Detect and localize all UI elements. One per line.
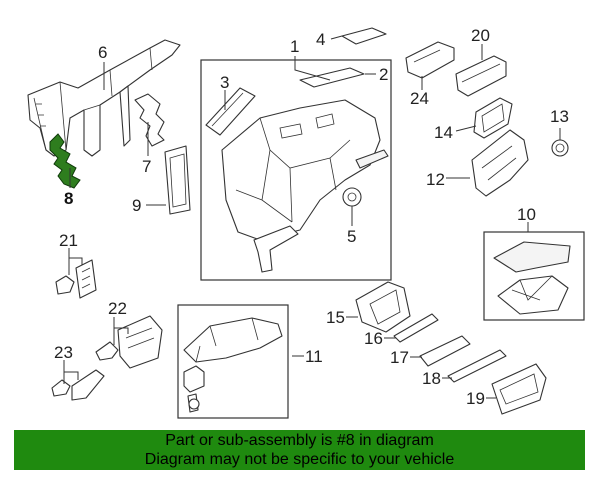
callout-1[interactable]: 1: [290, 37, 299, 56]
callout-9[interactable]: 9: [132, 196, 141, 215]
callout-22[interactable]: 22: [108, 299, 127, 318]
callout-14[interactable]: 14: [434, 123, 453, 142]
callout-16[interactable]: 16: [364, 329, 383, 348]
callout-8[interactable]: 8: [64, 189, 73, 208]
callout-7[interactable]: 7: [142, 157, 151, 176]
callout-3[interactable]: 3: [220, 73, 229, 92]
parts-diagram: 1 2 3 4 5 6 7 8 9 10 11 12 13 14 15 16 1…: [27, 26, 585, 419]
part-16-strip[interactable]: [393, 313, 439, 343]
assembly-box-11: [177, 304, 289, 419]
part-22-panel[interactable]: [95, 315, 163, 369]
callout-2[interactable]: 2: [379, 65, 388, 84]
callout-11[interactable]: 11: [305, 347, 323, 366]
part-18-strip[interactable]: [447, 349, 507, 383]
assembly-box-1: [200, 59, 392, 281]
part-20-cover[interactable]: [455, 55, 507, 97]
callout-10[interactable]: 10: [517, 205, 536, 224]
callout-23[interactable]: 23: [54, 343, 73, 362]
part-1-dash-panel[interactable]: [221, 99, 389, 273]
part-10-assembly[interactable]: [493, 241, 571, 315]
callout-6[interactable]: 6: [98, 43, 107, 62]
part-5-knob[interactable]: [342, 187, 362, 207]
part-24-bezel[interactable]: [405, 41, 455, 79]
callout-21[interactable]: 21: [59, 231, 78, 250]
part-11-assembly[interactable]: [183, 317, 283, 413]
part-9-side-panel[interactable]: [164, 145, 191, 215]
callout-17[interactable]: 17: [390, 348, 409, 367]
callout-20[interactable]: 20: [471, 26, 490, 45]
part-23-trim[interactable]: [51, 369, 105, 401]
callout-18[interactable]: 18: [422, 369, 441, 388]
part-12-side-cover[interactable]: [471, 129, 529, 197]
part-2-top-trim[interactable]: [299, 67, 365, 88]
assembly-box-10: [483, 231, 585, 321]
info-banner: Part or sub-assembly is #8 in diagram Di…: [14, 430, 585, 470]
banner-line-1: Part or sub-assembly is #8 in diagram: [165, 432, 434, 449]
callout-24[interactable]: 24: [410, 89, 429, 108]
leader-lines: [63, 35, 561, 399]
part-6-cross-beam[interactable]: [27, 39, 181, 157]
callout-15[interactable]: 15: [326, 308, 345, 327]
callout-12[interactable]: 12: [426, 170, 445, 189]
part-15-bracket[interactable]: [355, 281, 411, 333]
callout-19[interactable]: 19: [466, 389, 485, 408]
part-8-bracket[interactable]: [49, 133, 81, 189]
part-17-trim[interactable]: [419, 335, 471, 367]
callout-13[interactable]: 13: [550, 107, 569, 126]
callout-numbers: 1 2 3 4 5 6 7 8 9 10 11 12 13 14 15 16 1…: [54, 26, 569, 408]
part-4-panel[interactable]: [341, 27, 387, 45]
part-13-cap[interactable]: [551, 139, 569, 157]
part-7-bracket[interactable]: [134, 93, 165, 147]
part-14-frame[interactable]: [473, 97, 513, 139]
part-21-clip[interactable]: [55, 259, 97, 299]
banner-line-2: Diagram may not be specific to your vehi…: [144, 451, 455, 468]
callout-5[interactable]: 5: [347, 227, 356, 246]
part-19-panel[interactable]: [491, 363, 547, 415]
callout-4[interactable]: 4: [316, 30, 325, 49]
part-3-trim[interactable]: [205, 87, 256, 136]
